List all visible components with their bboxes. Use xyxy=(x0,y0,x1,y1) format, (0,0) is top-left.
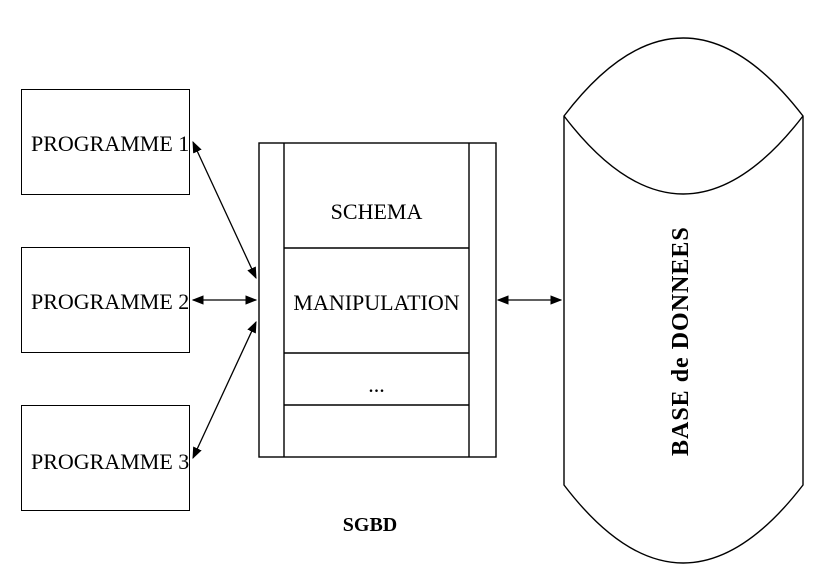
sgbd-row-ellipsis: ... xyxy=(368,372,385,397)
database-label: BASE de DONNEES xyxy=(668,226,694,456)
programme-2-label: PROGRAMME 2 xyxy=(31,289,190,314)
sgbd-title: SGBD xyxy=(342,514,398,536)
sgbd-row-manipulation: MANIPULATION xyxy=(293,290,460,315)
database-cylinder-rim xyxy=(563,115,804,195)
programme-3-box xyxy=(21,405,190,511)
programme-3-label: PROGRAMME 3 xyxy=(31,449,190,474)
arrow-programme-3-sgbd xyxy=(192,320,257,460)
programme-1-box xyxy=(21,89,190,195)
programme-1-label: PROGRAMME 1 xyxy=(31,131,190,156)
programme-2-box xyxy=(21,247,190,353)
arrow-programme-1-sgbd xyxy=(192,140,257,280)
sgbd-row-schema: SCHEMA xyxy=(330,199,423,224)
sgbd-frame xyxy=(258,142,497,458)
database-cylinder xyxy=(563,37,804,564)
